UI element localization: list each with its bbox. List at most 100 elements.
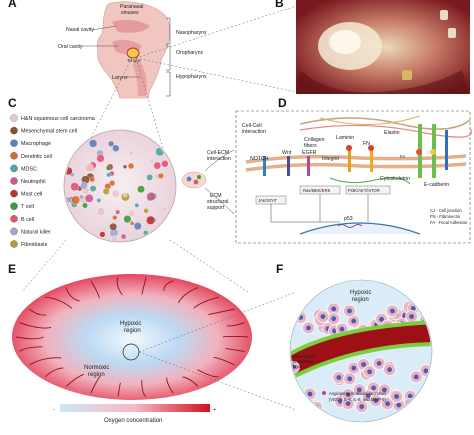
label-ecm-support-1: ECM	[210, 193, 222, 199]
tme-cell	[127, 162, 135, 170]
label-ecm-support-2: structural	[207, 199, 228, 205]
zoom-line-e-f-top	[138, 291, 297, 353]
tme-cell	[108, 180, 116, 187]
tumor-cell-nucleus	[376, 361, 382, 366]
fn-receptor	[370, 150, 373, 172]
tme-cell	[137, 185, 145, 194]
tme-cell	[107, 140, 115, 147]
legend-swatch-9	[10, 227, 18, 236]
tme-cell	[82, 202, 88, 209]
panel-d: D Cell-Cell inter	[235, 96, 472, 244]
panel-label-d: D	[278, 96, 287, 110]
tumor-cell-nucleus	[390, 308, 395, 314]
tooth-1	[440, 10, 448, 20]
legend-swatch-3	[10, 152, 18, 160]
tme-cell	[128, 150, 135, 156]
legend-label-9: Natural killer	[21, 229, 51, 235]
label-tongue: Tongue	[127, 58, 141, 63]
label-cell-cell-2: interaction	[242, 129, 266, 135]
tme-cell	[143, 208, 149, 214]
endothelium-upper	[291, 320, 431, 362]
tumor-cell-nucleus	[351, 318, 357, 324]
tumor-cell	[415, 300, 429, 314]
tumor-cell	[417, 404, 431, 417]
tme-cell	[133, 222, 142, 231]
notch-receptor	[263, 156, 266, 176]
pharynx-shape	[132, 62, 147, 96]
arrow-to-d-bottom	[204, 187, 235, 215]
tme-cells	[65, 139, 169, 241]
label-cell-cell-1: Cell-Cell	[242, 123, 262, 129]
tumor-cell-nucleus	[361, 362, 366, 367]
label-fenestrated-2: endothelial	[293, 359, 313, 364]
laminin-fiber	[319, 115, 421, 126]
tumor-cell-nucleus	[407, 393, 413, 399]
legend-label-2: Macrophage	[21, 141, 51, 147]
tme-cell	[146, 173, 154, 181]
panel-label-a: A	[8, 0, 17, 10]
tme-cell	[122, 164, 128, 169]
panel-label-c: C	[8, 96, 17, 110]
tumor-cell-nucleus	[382, 387, 387, 393]
hypoxia-spheroid	[12, 274, 252, 400]
tumor-cell-nucleus	[307, 391, 313, 397]
tumor-cell-nucleus	[347, 376, 353, 382]
label-e-normoxic-2: region	[88, 372, 105, 378]
tumor-cell-nucleus	[394, 394, 399, 399]
tumor-cell-nucleus	[339, 326, 345, 332]
zoom-line-c-e-left	[21, 239, 67, 293]
tumor-cell-nucleus	[413, 374, 419, 380]
label-collagen-1: Collagen	[304, 137, 325, 143]
tme-cell	[80, 181, 88, 190]
tme-cell	[106, 172, 112, 178]
tumor-cell-nucleus	[385, 401, 390, 407]
tme-cell	[109, 222, 118, 231]
label-oxygen-concentration: Oxygen concentration	[104, 418, 162, 424]
tumor-cell-nucleus	[379, 316, 384, 322]
panel-d-frame	[235, 110, 471, 244]
tme-cell	[84, 163, 94, 173]
label-fenestrated-1: Fenestrated	[293, 354, 316, 359]
tme-cell	[128, 209, 136, 218]
tumor-cell-nucleus	[359, 404, 365, 409]
label-ecm-support-3: support	[207, 205, 225, 211]
cytoskeleton-fiber	[329, 177, 411, 185]
tumor-cell-nucleus	[347, 308, 352, 314]
label-angiogenic-2: (VEGF, IL-6, IL-8, and MMP-9)	[329, 397, 386, 402]
dna-helix	[337, 224, 363, 228]
label-key-fn: FN - Fibronectin	[430, 214, 461, 219]
legend-label-6: Mast cell	[21, 192, 42, 198]
label-fenestrated-3: layer	[293, 364, 303, 369]
legend-label-10: Fibroblasts	[21, 242, 48, 248]
legend-label-3: Dendritic cell	[21, 154, 52, 160]
legend-label-7: T cell	[21, 204, 34, 210]
cell-membrane-outer	[245, 154, 467, 164]
tumor-cell-nucleus	[409, 314, 414, 319]
tumor-cell-nucleus	[410, 404, 416, 410]
tumor-cell-nucleus	[300, 408, 306, 414]
tme-cell	[112, 215, 118, 221]
panel-label-e: E	[8, 262, 16, 276]
panel-e: E Hypoxic region Normoxic region - + Oxy…	[8, 262, 297, 424]
tumor-cell-nucleus	[351, 365, 357, 371]
tme-cell	[146, 215, 156, 225]
tme-cell	[84, 193, 94, 203]
label-nasopharynx: Nasopharynx	[176, 30, 207, 36]
blood-vessel	[291, 322, 431, 384]
tme-cell	[134, 202, 140, 208]
zoom-line-a-b-bottom	[135, 57, 297, 93]
tissue-shadow	[296, 70, 470, 94]
legend-label-1: Mesenchymal stem cell	[21, 129, 77, 135]
panel-label-b: B	[275, 0, 284, 10]
tumor-cell-nucleus	[306, 325, 311, 331]
nasal-cavity-shape	[112, 19, 150, 33]
elastin-fiber	[299, 124, 472, 138]
tme-cell	[129, 220, 135, 226]
tumor-cell-nucleus	[371, 385, 376, 391]
brace-oropharynx	[166, 45, 171, 71]
tme-cell	[153, 161, 162, 170]
label-laminin: Laminin	[336, 135, 354, 141]
label-paranasal-1: Paranasal	[120, 4, 143, 10]
tumor-cell-nucleus	[396, 402, 402, 408]
